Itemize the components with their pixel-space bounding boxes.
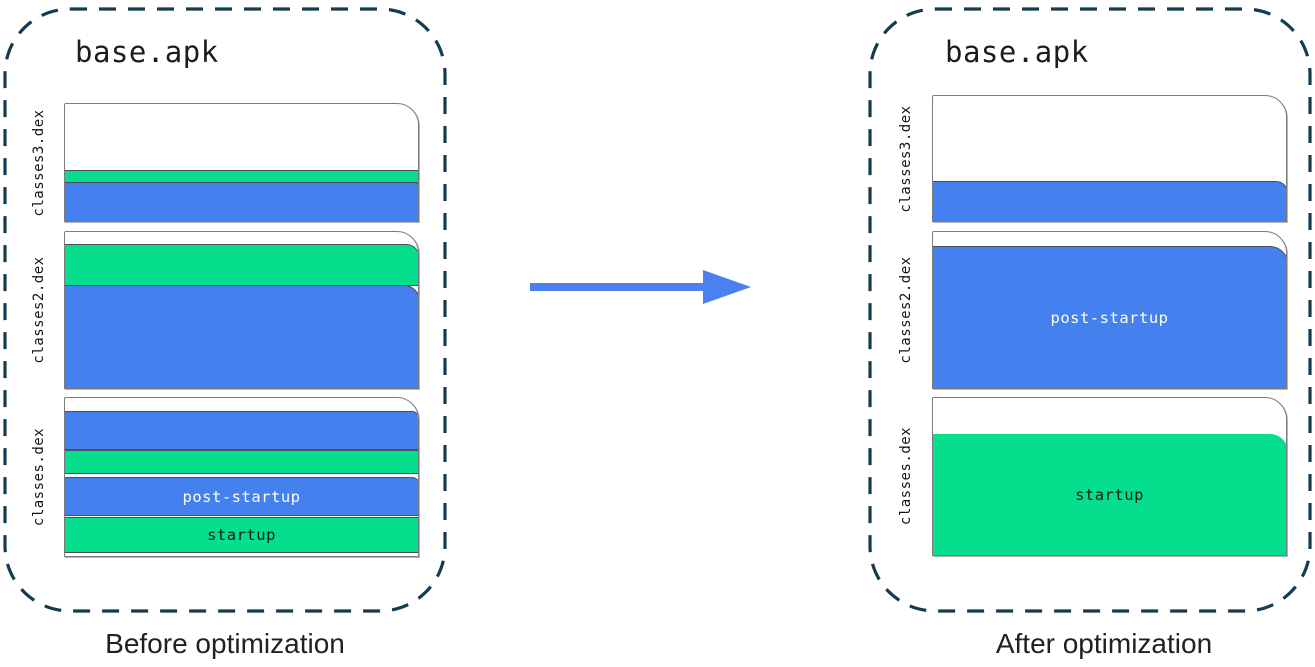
before-classes3-label: classes3.dex [31,109,47,217]
startup-label: startup [207,526,276,544]
before-classes2-label: classes2.dex [31,256,47,364]
after-classes-startup-segment: startup [933,434,1286,555]
after-classes3-blue-segment [933,181,1286,221]
after-classes2-page: post-startup [932,231,1287,389]
before-classes2-page [64,231,419,389]
before-classes-post-startup-segment: post-startup [65,477,418,516]
after-apk-title: base.apk [945,35,1089,69]
before-caption: Before optimization [105,628,345,659]
after-classes-label: classes.dex [898,426,914,526]
after-panel-dashed-border [868,7,1312,613]
after-caption: After optimization [995,628,1213,659]
post-startup-label: post-startup [182,487,301,506]
startup-label: startup [1075,485,1144,504]
before-classes2-green-segment [65,244,418,286]
before-apk-title: base.apk [75,35,219,69]
before-classes-label: classes.dex [31,427,47,527]
before-classes-startup-segment: startup [65,517,418,553]
before-classes-blue-segment-1 [65,411,418,450]
after-classes-page: startup [932,397,1287,556]
arrow-right-icon [530,270,751,304]
before-classes-green-segment-1 [65,450,418,474]
after-classes2-label: classes2.dex [898,256,914,364]
before-classes3-blue-segment [65,182,418,221]
after-classes2-post-startup-segment: post-startup [933,246,1286,388]
before-classes2-blue-segment [65,285,418,388]
before-panel-dashed-border [3,7,447,613]
after-classes3-page [932,95,1287,222]
after-classes3-label: classes3.dex [898,105,914,213]
before-classes-page: post-startup startup [64,397,419,557]
before-classes3-page [64,103,419,222]
post-startup-label: post-startup [1050,309,1169,327]
